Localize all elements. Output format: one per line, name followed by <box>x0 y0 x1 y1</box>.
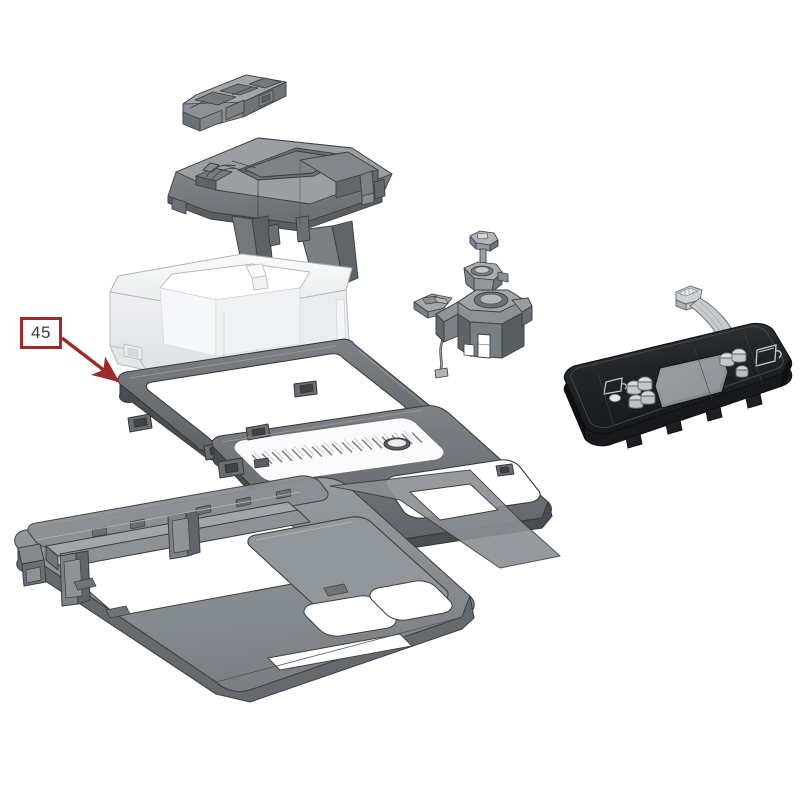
callout-arrow-45 <box>60 336 120 383</box>
part-hopper-funnel <box>167 137 393 293</box>
large-cup-icon <box>755 344 782 367</box>
callout-number: 45 <box>31 323 51 342</box>
right-button-cluster[interactable] <box>719 348 749 378</box>
part-connector-block <box>182 74 287 132</box>
callout-label-45: 45 <box>20 317 62 349</box>
part-main-chassis <box>14 469 561 703</box>
left-button-cluster[interactable] <box>626 376 656 409</box>
part-control-panel <box>563 322 793 449</box>
part-valve-body <box>435 289 533 359</box>
small-cup-icon <box>603 377 627 395</box>
part-reed-sensor <box>413 293 453 379</box>
